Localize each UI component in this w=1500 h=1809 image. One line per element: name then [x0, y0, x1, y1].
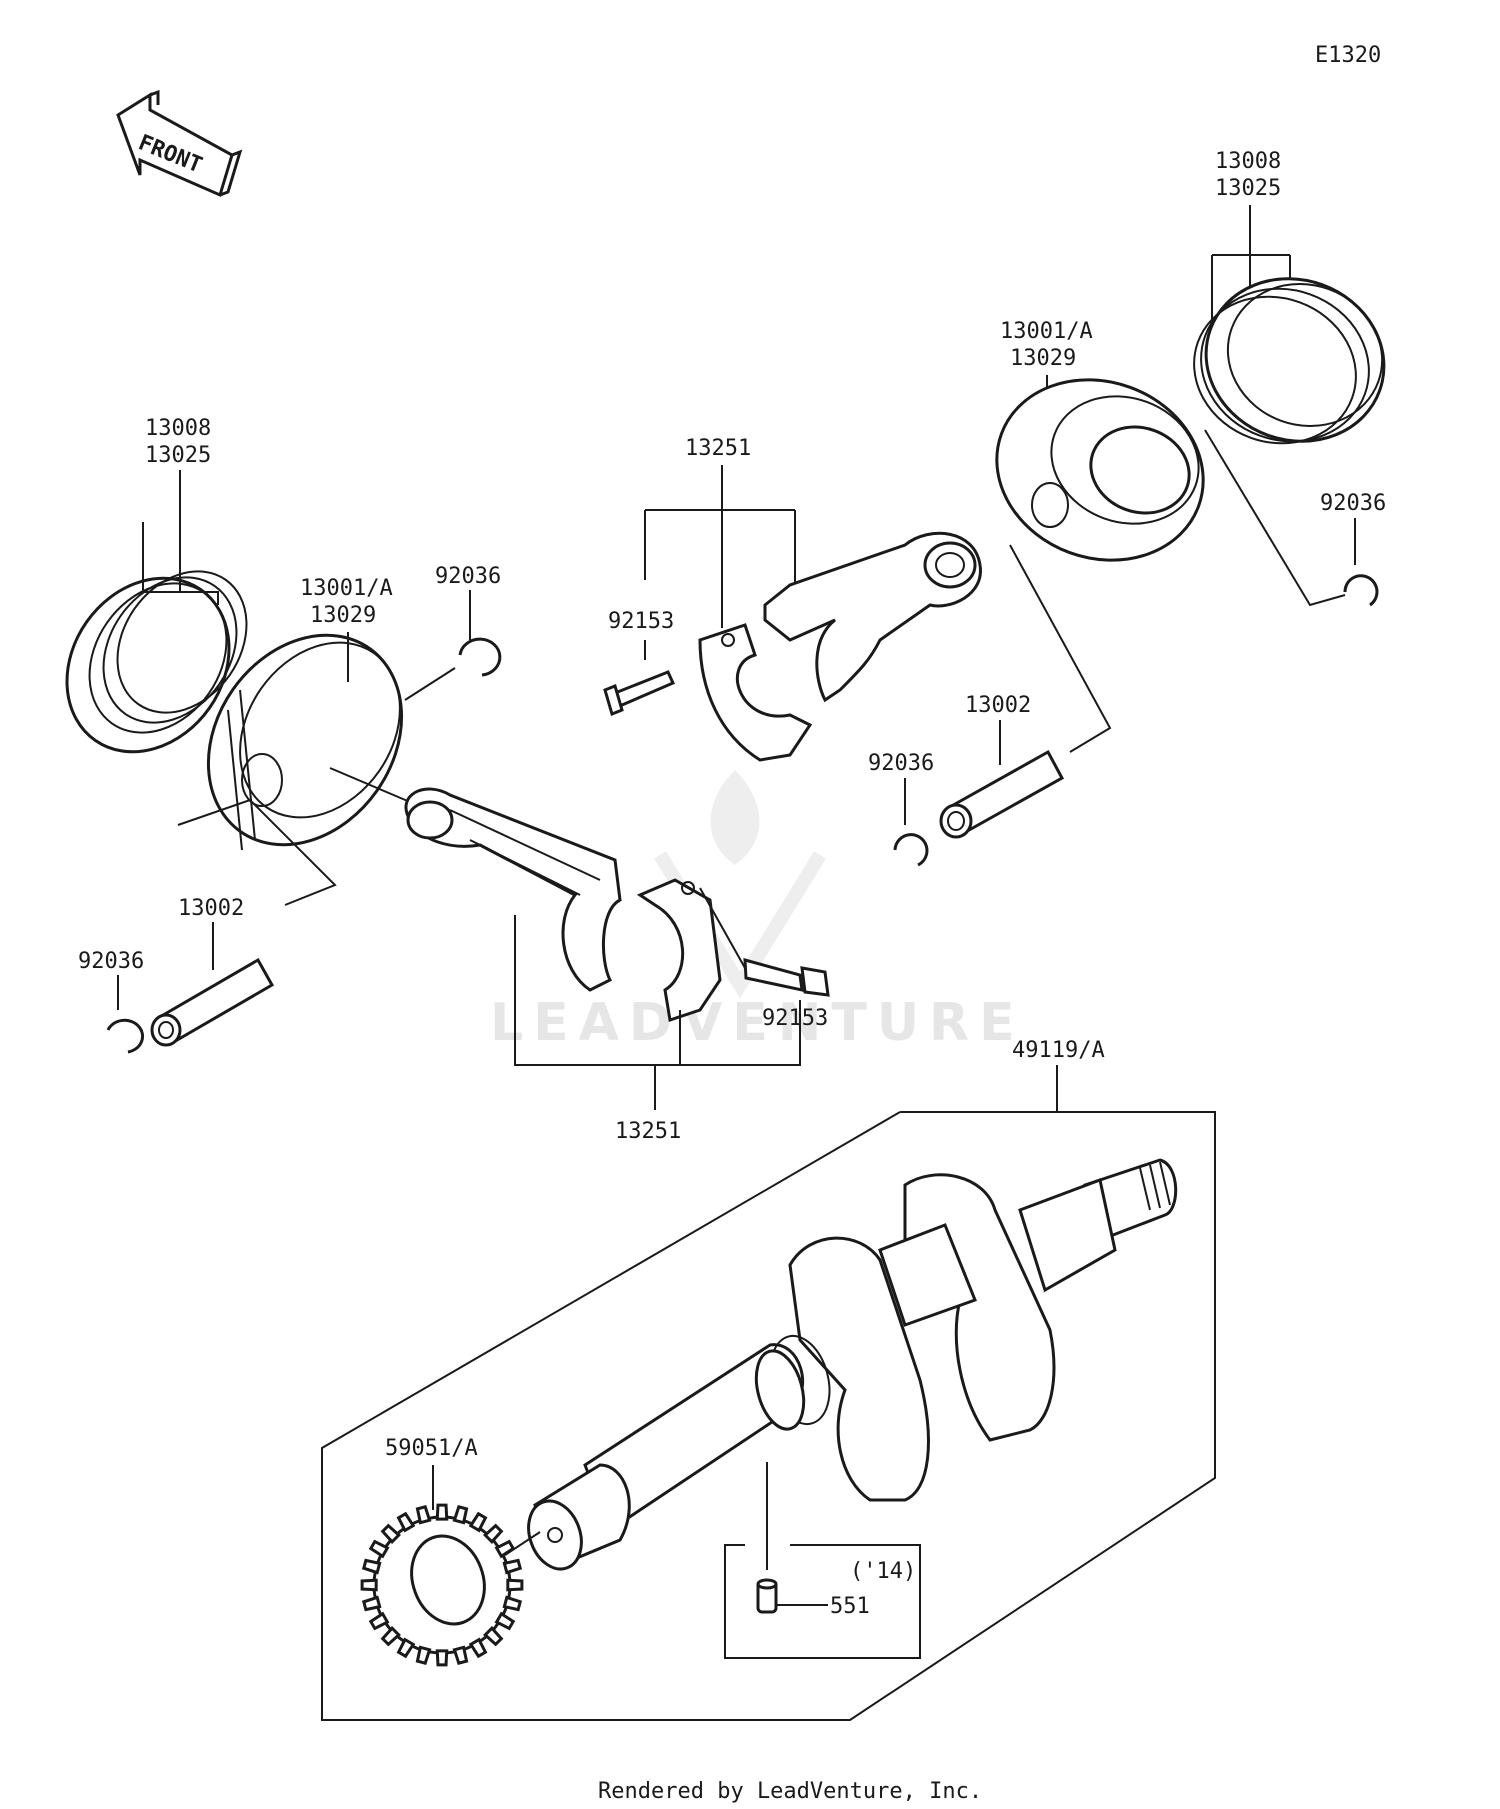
piston-left-label-1: 13001/A	[300, 576, 393, 601]
gear-label: 59051/A	[385, 1436, 478, 1461]
piston-left-label-2: 13029	[310, 603, 376, 628]
gear-tooth	[368, 1611, 390, 1631]
piston-right	[995, 378, 1205, 562]
dowel-year-label: ('14)	[850, 1559, 916, 1584]
clip-left-top-label: 92036	[435, 564, 501, 589]
gear-tooth	[483, 1523, 504, 1544]
gear-tooth	[468, 1637, 488, 1659]
pin-right-label: 13002	[965, 693, 1031, 718]
rings-right-label-2: 13025	[1215, 176, 1281, 201]
clip-left-bottom-label: 92036	[78, 949, 144, 974]
gear-tooth	[380, 1626, 401, 1647]
gear-tooth	[452, 1645, 469, 1666]
piston-pin-left	[150, 957, 275, 1047]
watermark: LEADVENTURE	[490, 770, 1025, 1053]
dowel-label: 551	[830, 1594, 870, 1619]
gear-tooth	[435, 1649, 449, 1667]
gear-tooth	[396, 1511, 416, 1533]
gear-tooth	[506, 1578, 524, 1592]
gear-tooth	[435, 1503, 449, 1521]
crankshaft-label: 49119/A	[1012, 1038, 1105, 1063]
gear-tooth	[360, 1578, 378, 1592]
rod-bottom-label: 13251	[615, 1119, 681, 1144]
rings-left-label-2: 13025	[145, 443, 211, 468]
gear-icon	[360, 1503, 524, 1667]
rings-left-label-1: 13008	[145, 416, 211, 441]
pin-left-label: 13002	[178, 896, 244, 921]
gear-tooth	[415, 1504, 432, 1525]
gear-tooth	[380, 1523, 401, 1544]
connecting-rod-bottom	[404, 787, 622, 992]
gear-tooth	[361, 1558, 382, 1575]
clip-right-mid-label: 92036	[868, 751, 934, 776]
bolt-top	[603, 670, 675, 717]
circlip-left-bottom	[106, 1018, 145, 1054]
rings-right-label-1: 13008	[1215, 149, 1281, 174]
connecting-rod-top	[763, 531, 982, 703]
piston-right-label-2: 13029	[1010, 346, 1076, 371]
diagram-code: E1320	[1315, 43, 1381, 68]
dowel-pin	[756, 1578, 778, 1614]
bolt-bottom-label: 92153	[762, 1006, 828, 1031]
gear-tooth	[361, 1595, 382, 1612]
footer-credit: Rendered by LeadVenture, Inc.	[598, 1779, 982, 1804]
gear-tooth	[415, 1645, 432, 1666]
gear-tooth	[502, 1558, 523, 1575]
rings-right	[1193, 277, 1386, 445]
piston-pin-right	[939, 749, 1065, 839]
gear-tooth	[452, 1504, 469, 1525]
crankshaft	[527, 1158, 1178, 1571]
gear-tooth	[502, 1595, 523, 1612]
gear-tooth	[396, 1637, 416, 1659]
front-arrow-icon: FRONT	[116, 89, 243, 198]
rod-cap-top	[698, 623, 813, 762]
gear-tooth	[494, 1539, 516, 1559]
circlip-right-mid	[893, 833, 929, 867]
gear-tooth	[494, 1611, 516, 1631]
gear-tooth	[368, 1539, 390, 1559]
bolt-bottom	[743, 958, 830, 997]
gear-tooth	[483, 1626, 504, 1647]
bolt-top-label: 92153	[608, 609, 674, 634]
piston-right-label-1: 13001/A	[1000, 319, 1093, 344]
rod-top-label: 13251	[685, 436, 751, 461]
clip-right-top-label: 92036	[1320, 491, 1386, 516]
circlip-left-top	[458, 637, 502, 677]
rod-cap-bottom	[636, 878, 722, 1022]
circlip-right-top	[1343, 574, 1379, 607]
watermark-text: LEADVENTURE	[490, 993, 1025, 1053]
piston-left	[206, 633, 404, 851]
gear-tooth	[468, 1511, 488, 1533]
